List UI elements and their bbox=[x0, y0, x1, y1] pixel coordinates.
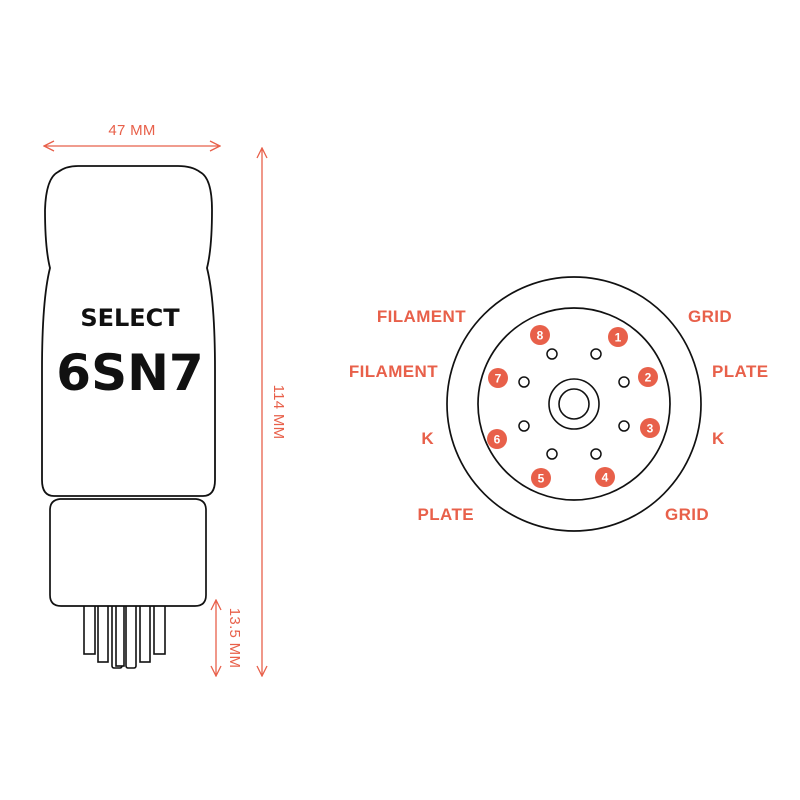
tube-brand-label: SELECT bbox=[80, 304, 180, 332]
pin-badge-8: 8 bbox=[530, 325, 550, 345]
dimension-height: 114 MM bbox=[262, 148, 287, 676]
pin-label-7: FILAMENT bbox=[349, 362, 438, 381]
pin-length-label: 13.5 MM bbox=[226, 608, 243, 668]
socket-center-key-inner bbox=[558, 388, 590, 420]
pin-badge-1: 1 bbox=[608, 327, 628, 347]
pin-number-1: 1 bbox=[615, 331, 622, 345]
pin-label-3: K bbox=[712, 429, 725, 448]
pin-badge-3: 3 bbox=[640, 418, 660, 438]
pin-label-5: PLATE bbox=[418, 505, 474, 524]
pin-number-7: 7 bbox=[495, 372, 502, 386]
pin-label-4: GRID bbox=[665, 505, 709, 524]
pin-label-2: PLATE bbox=[712, 362, 768, 381]
height-label: 114 MM bbox=[270, 385, 287, 440]
pin-number-3: 3 bbox=[647, 422, 654, 436]
pin-number-5: 5 bbox=[538, 472, 545, 486]
pin-number-2: 2 bbox=[645, 371, 652, 385]
tube-model-label: 6SN7 bbox=[56, 344, 203, 402]
tube-base bbox=[49, 498, 207, 607]
pin-badge-6: 6 bbox=[487, 429, 507, 449]
socket-pinout: 1 2 3 4 5 6 7 8 GRID bbox=[349, 276, 768, 532]
pin-badge-7: 7 bbox=[488, 368, 508, 388]
pin-label-1: GRID bbox=[688, 307, 732, 326]
pin-badge-2: 2 bbox=[638, 367, 658, 387]
pin-badge-5: 5 bbox=[531, 468, 551, 488]
pin-badge-4: 4 bbox=[595, 467, 615, 487]
dimension-pin-length: 13.5 MM bbox=[216, 600, 243, 676]
tube-illustration: SELECT 6SN7 bbox=[41, 165, 216, 669]
width-label: 47 MM bbox=[108, 122, 155, 139]
socket-pin-holes bbox=[518, 348, 630, 460]
tube-pins bbox=[83, 601, 166, 669]
pin-number-8: 8 bbox=[537, 329, 544, 343]
pin-number-6: 6 bbox=[494, 433, 501, 447]
pin-label-6: K bbox=[421, 429, 434, 448]
pin-number-4: 4 bbox=[602, 471, 609, 485]
dimension-width: 47 MM bbox=[44, 122, 220, 146]
tube-glass-envelope bbox=[41, 165, 216, 497]
pin-label-8: FILAMENT bbox=[377, 307, 466, 326]
